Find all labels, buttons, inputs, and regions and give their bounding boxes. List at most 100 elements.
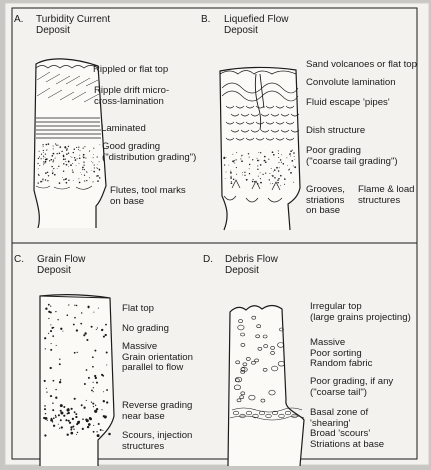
grain [76,351,78,354]
grain [92,381,94,383]
label-flame-load-line-1: Flame & load [358,184,415,195]
grain [68,421,72,424]
grain [65,163,68,166]
grain [71,417,75,421]
grain [59,419,62,422]
grain [64,158,66,160]
label-scours-injection-line-2: structures [122,440,165,452]
grain [72,323,75,326]
grain [46,171,49,174]
grain [47,143,50,145]
clast [237,324,245,331]
grain [73,157,76,159]
column-b-body [219,66,301,231]
basal-clast [232,410,240,416]
grain [52,152,55,155]
grain [38,156,41,158]
clast [277,342,285,348]
grain [104,333,107,337]
grain [63,414,66,417]
grain [50,348,53,351]
clast [260,398,266,403]
grain [260,152,262,154]
clast [251,315,257,320]
grain [83,383,86,385]
grain [70,164,72,166]
grain [87,376,90,379]
label-poor-grading-b: Poor grading ("coarse tail grading") [306,145,398,167]
grain [103,415,107,419]
grain [67,419,70,422]
label-poor-grading-d: Poor grading, if any ("coarse tail") [310,376,394,398]
label-scours-injection-line-1: Scours, injection [122,430,193,441]
grain [86,338,89,342]
grain [99,429,102,431]
clast [240,332,245,337]
grain [74,304,76,306]
column-c-flat-top [39,295,111,299]
grain [103,391,105,393]
grain [278,167,280,169]
clast [251,360,256,365]
grain [230,175,232,177]
dish [225,105,235,109]
grain [67,165,69,167]
label-poor-grading-d-line-2: ("coarse tail") [310,386,367,398]
grain [273,171,274,172]
dish [285,137,295,141]
grain [66,314,69,316]
grain [223,164,226,166]
label-basal-zone-line-3: Broad 'scours' [310,428,371,440]
grain [62,170,65,172]
grain [66,433,69,436]
grain [44,348,46,350]
panel-c-title-line-2: Deposit [37,265,71,276]
grain [84,180,86,182]
label-massive-d-line-3: Random fabric [310,358,373,370]
label-poor-grading-d-line-1: Poor grading, if any [310,376,394,387]
grain [67,146,69,148]
dish [250,113,260,117]
grain [52,424,56,427]
label-massive-c-line-3: parallel to flow [122,362,184,374]
grain [294,166,297,169]
grain [294,159,296,160]
clast [240,343,246,347]
dish [275,137,285,141]
grain [44,153,47,155]
grain [272,153,275,156]
grain [92,430,95,433]
grain [241,154,243,157]
grain [52,159,55,161]
grain [46,149,48,151]
clast [240,370,245,374]
clast [270,351,275,355]
grain [92,406,95,408]
grain [74,316,76,319]
grain [225,171,227,173]
panel-c-title-line-1: Grain Flow [37,254,86,265]
grain [260,181,262,184]
grain [78,181,81,184]
grain [85,171,87,173]
panel-c-letter: C. [14,254,24,265]
grain [97,422,100,426]
clast [235,378,240,383]
grain [78,163,80,165]
label-massive-c-line-1: Massive [122,341,158,352]
grain [43,157,44,159]
column-a-graded-grains [37,143,101,184]
grain [72,425,75,428]
grain [263,155,266,158]
grain [85,369,88,371]
grain [49,366,52,370]
basal-clast [284,410,292,416]
grain [247,153,250,155]
grain [225,157,227,159]
grain [92,391,94,393]
grain [50,324,52,326]
grain [248,163,251,166]
grain [106,401,109,404]
grain [60,411,64,415]
